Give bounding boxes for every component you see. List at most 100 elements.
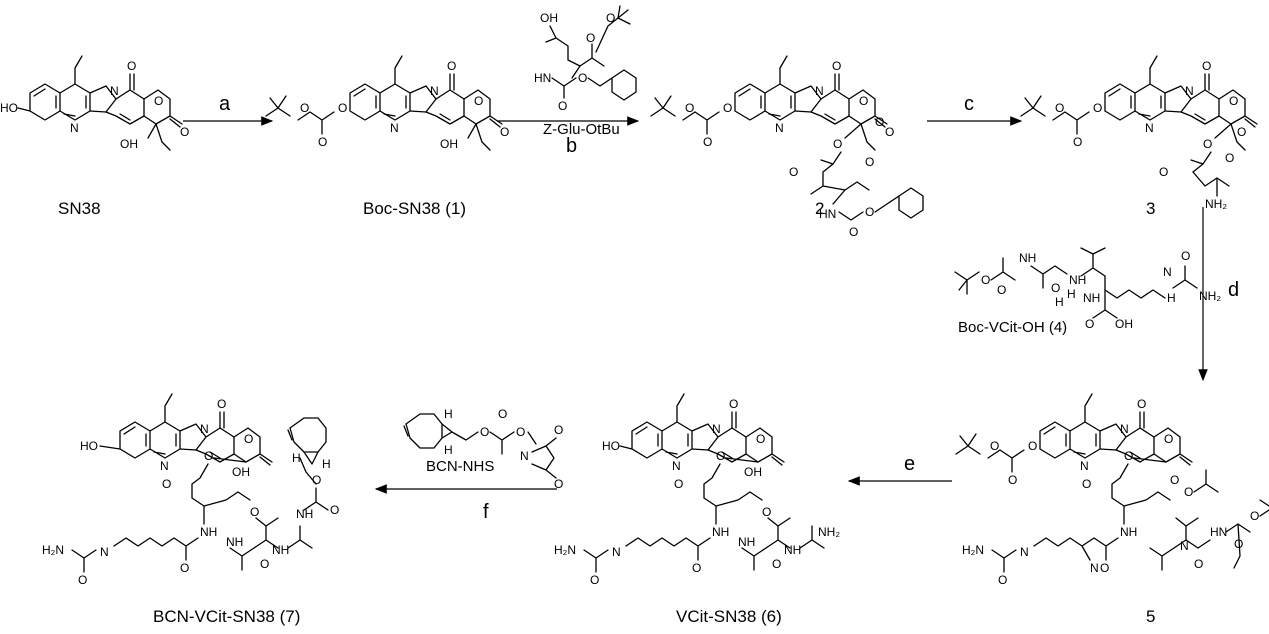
svg-text:NH: NH xyxy=(272,543,289,557)
svg-text:O: O xyxy=(474,94,483,108)
svg-text:O: O xyxy=(78,573,87,587)
label-compound-5: 5 xyxy=(1146,607,1155,626)
svg-text:O: O xyxy=(1229,94,1238,108)
svg-text:O: O xyxy=(498,407,507,421)
svg-text:HO: HO xyxy=(80,439,98,453)
svg-text:O: O xyxy=(998,573,1007,587)
svg-text:O: O xyxy=(1184,485,1193,499)
svg-text:O: O xyxy=(1225,151,1234,165)
svg-text:O: O xyxy=(244,432,253,446)
svg-text:O: O xyxy=(250,505,259,519)
step-f-label: f xyxy=(483,501,489,523)
svg-text:H₂N: H₂N xyxy=(962,543,984,557)
svg-text:O: O xyxy=(260,557,269,571)
svg-text:O: O xyxy=(500,125,509,139)
svg-text:N: N xyxy=(775,121,784,135)
svg-text:O: O xyxy=(729,397,738,411)
step-b-label: b xyxy=(566,135,577,157)
svg-text:N: N xyxy=(1020,545,1029,559)
step-c-label: c xyxy=(964,93,974,115)
svg-text:O: O xyxy=(606,11,615,25)
svg-text:O: O xyxy=(865,205,874,219)
svg-text:NH: NH xyxy=(1069,273,1086,287)
svg-text:O: O xyxy=(204,449,213,463)
sn38-structure: HO N N O O O OH xyxy=(0,55,189,151)
svg-text:O: O xyxy=(554,423,563,437)
step-d-label: d xyxy=(1228,279,1239,301)
compound-5-structure: O O O N N O O O O O O NH O N O H₂N N N O… xyxy=(955,393,1269,587)
svg-text:O: O xyxy=(1181,249,1190,263)
svg-text:O: O xyxy=(217,397,226,411)
svg-text:HO: HO xyxy=(602,439,620,453)
svg-text:O: O xyxy=(300,101,309,115)
svg-text:O: O xyxy=(1164,432,1173,446)
label-sn38: SN38 xyxy=(58,199,101,218)
svg-text:O: O xyxy=(1237,125,1246,139)
svg-text:O: O xyxy=(1250,509,1259,523)
svg-text:O: O xyxy=(1137,397,1146,411)
svg-text:OH: OH xyxy=(232,465,250,479)
svg-text:NH: NH xyxy=(200,525,217,539)
svg-text:O: O xyxy=(1202,59,1211,73)
svg-text:OH: OH xyxy=(120,137,138,151)
svg-text:N: N xyxy=(1120,422,1129,436)
svg-text:O: O xyxy=(772,557,781,571)
bcn-vcit-sn38-structure: HO N N O O O O OH O NH O N O H₂N NH O NH… xyxy=(42,393,339,587)
svg-text:O: O xyxy=(981,273,990,287)
svg-text:O: O xyxy=(756,432,765,446)
svg-text:O: O xyxy=(997,283,1006,297)
svg-text:N: N xyxy=(390,121,399,135)
svg-text:O: O xyxy=(480,425,489,439)
svg-text:O: O xyxy=(1008,473,1017,487)
svg-text:O: O xyxy=(312,473,321,487)
svg-text:O: O xyxy=(849,225,858,239)
svg-text:O: O xyxy=(127,59,136,73)
svg-text:NH: NH xyxy=(784,543,801,557)
svg-text:NH: NH xyxy=(1083,291,1100,305)
svg-text:H: H xyxy=(444,407,453,421)
svg-text:H: H xyxy=(1055,295,1064,309)
svg-text:NH: NH xyxy=(1019,251,1036,265)
reagent-z-glu-otbu: Z-Glu-OtBu xyxy=(543,121,620,138)
svg-text:NH: NH xyxy=(226,535,243,549)
svg-text:N: N xyxy=(672,459,681,473)
svg-text:N: N xyxy=(1180,539,1189,553)
label-bcn-vcit-sn38: BCN-VCit-SN38 (7) xyxy=(153,607,300,626)
svg-text:NH: NH xyxy=(738,535,755,549)
svg-text:O: O xyxy=(703,135,712,149)
svg-text:NH₂: NH₂ xyxy=(1199,289,1221,303)
svg-text:NH: NH xyxy=(296,507,313,521)
step-a-label: a xyxy=(219,93,231,115)
svg-text:O: O xyxy=(1203,137,1212,151)
svg-text:O: O xyxy=(789,165,798,179)
svg-text:N: N xyxy=(1090,561,1099,575)
svg-text:O: O xyxy=(338,101,347,115)
svg-text:O: O xyxy=(330,503,339,517)
svg-text:N: N xyxy=(430,84,439,98)
svg-text:O: O xyxy=(833,137,842,151)
svg-text:O: O xyxy=(154,94,163,108)
svg-text:O: O xyxy=(674,477,683,491)
svg-text:OH: OH xyxy=(540,11,558,25)
svg-text:O: O xyxy=(692,561,701,575)
svg-text:H: H xyxy=(1067,287,1076,301)
svg-text:O: O xyxy=(318,135,327,149)
svg-text:H: H xyxy=(444,443,453,457)
svg-text:O: O xyxy=(180,125,189,139)
svg-text:O: O xyxy=(162,477,171,491)
compound-3-structure: O O O N N O O O O O O NH₂ xyxy=(1020,55,1258,211)
svg-text:O: O xyxy=(832,59,841,73)
svg-text:O: O xyxy=(875,115,884,129)
svg-text:OH: OH xyxy=(744,465,762,479)
label-vcit-sn38: VCit-SN38 (6) xyxy=(676,607,782,626)
svg-text:O: O xyxy=(685,101,694,115)
svg-text:O: O xyxy=(1093,101,1102,115)
svg-text:O: O xyxy=(578,71,587,85)
svg-text:N: N xyxy=(160,459,169,473)
label-boc-sn38: Boc-SN38 (1) xyxy=(363,199,466,218)
svg-text:O: O xyxy=(516,425,525,439)
reagent-bcn-nhs: BCN-NHS xyxy=(426,458,494,475)
svg-text:N: N xyxy=(520,449,529,463)
